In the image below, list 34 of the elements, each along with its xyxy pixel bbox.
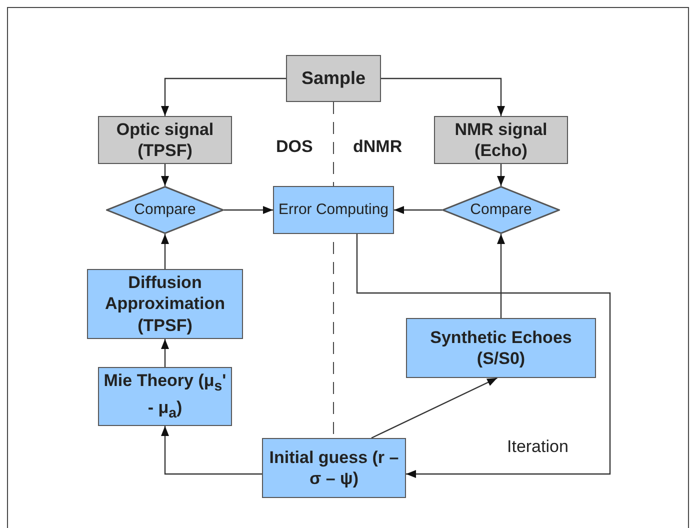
node-label: NMR signal (Echo) — [454, 118, 548, 162]
arrow — [161, 426, 262, 475]
node-label: Compare — [134, 200, 196, 220]
process-box — [434, 116, 568, 164]
arrow — [161, 339, 169, 367]
decision-diamond — [442, 186, 560, 234]
process-box — [87, 269, 243, 339]
arrow — [161, 234, 169, 269]
process-box — [286, 55, 381, 102]
arrow — [224, 206, 273, 214]
arrow — [161, 164, 169, 186]
node-label: Diffusion Approximation (TPSF) — [104, 272, 226, 336]
node-label: Compare — [470, 200, 532, 220]
arrow — [356, 234, 611, 478]
process-box — [273, 186, 394, 234]
region-label: Iteration — [507, 437, 568, 457]
node-label: Mie Theory (μ$_{s}$' - μ$_{a}$) — [102, 370, 228, 423]
process-box — [98, 116, 232, 164]
arrow — [497, 164, 505, 186]
arrow — [161, 78, 286, 116]
arrow — [497, 234, 505, 318]
process-box — [262, 438, 406, 498]
node-label: Sample — [301, 67, 366, 90]
arrow — [371, 377, 498, 439]
region-label: dNMR — [353, 137, 402, 157]
node-label: Synthetic Echoes (S/S0) — [429, 326, 573, 370]
process-box — [406, 318, 596, 378]
arrow — [394, 206, 442, 214]
node-label: Initial guess (r – σ – ψ) — [268, 446, 400, 490]
decision-diamond — [106, 186, 224, 234]
arrow — [381, 78, 505, 116]
node-label: Optic signal (TPSF) — [115, 118, 215, 162]
region-label: DOS — [276, 137, 313, 157]
node-label: Error Computing — [278, 200, 389, 220]
